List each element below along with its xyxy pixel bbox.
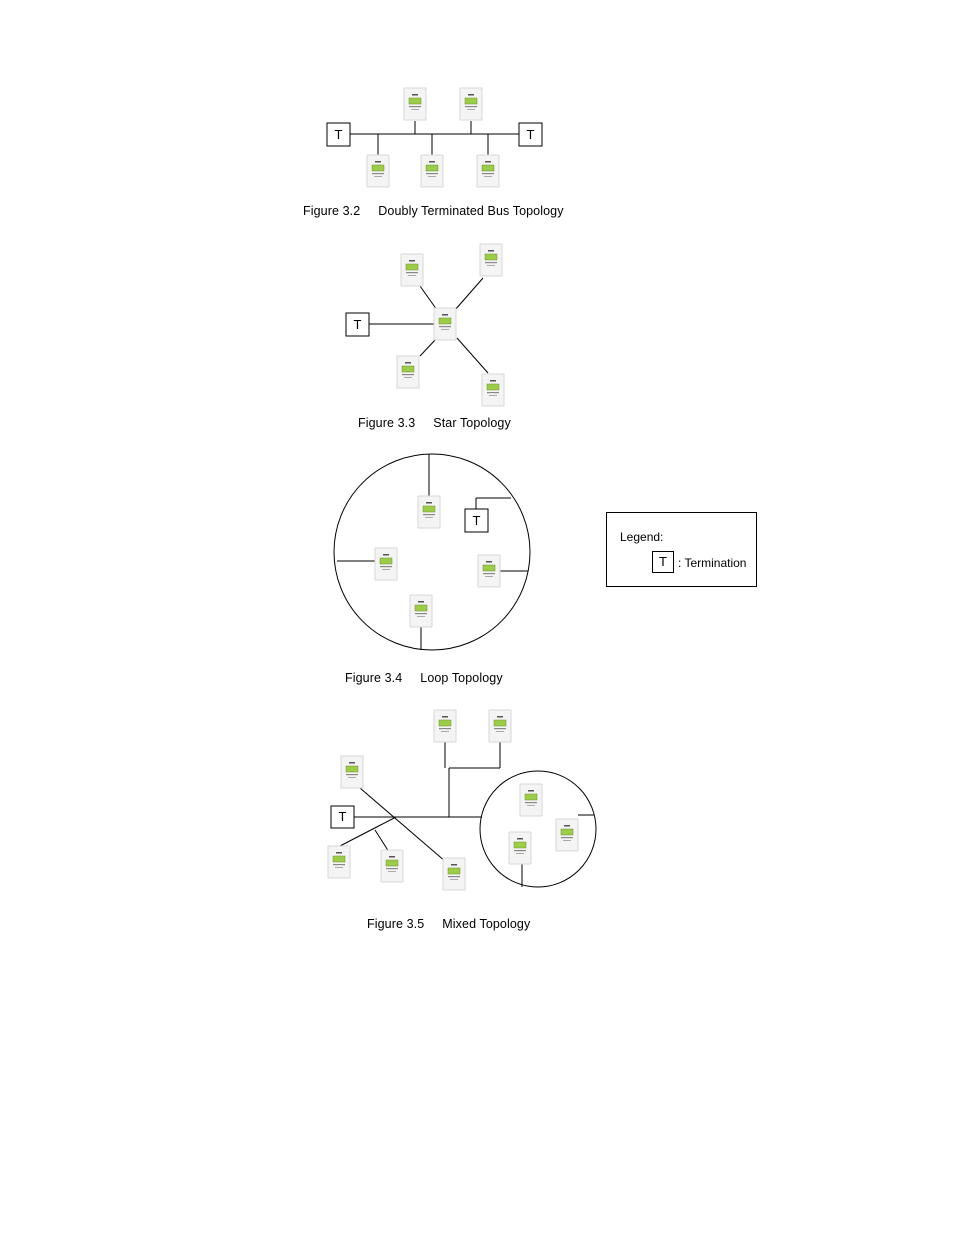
thermostat-controller-icon (400, 253, 424, 287)
terminator-star: T (345, 312, 370, 337)
figure-number: Figure 3.2 (303, 204, 361, 218)
figure-caption-loop: Figure 3.4 Loop Topology (345, 671, 503, 685)
mixed-loop-ring (479, 770, 597, 888)
mixed-topology-diagram (339, 742, 597, 888)
figure-title: Loop Topology (420, 671, 503, 685)
figure-number: Figure 3.5 (367, 917, 425, 931)
thermostat-controller-icon (477, 554, 501, 588)
thermostat-controller-icon (519, 783, 543, 817)
star-topology-diagram (369, 277, 489, 374)
thermostat-controller-icon (403, 87, 427, 121)
terminator-mixed: T (330, 805, 355, 829)
legend-termination-text: : Termination (678, 556, 747, 570)
thermostat-controller-icon (327, 845, 351, 879)
thermostat-controller-icon (488, 709, 512, 743)
figure-number: Figure 3.4 (345, 671, 403, 685)
legend: Legend: T : Termination (606, 512, 757, 587)
thermostat-controller-icon (340, 755, 364, 789)
svg-text:T: T (473, 513, 481, 528)
svg-text:T: T (335, 127, 343, 142)
svg-text:T: T (339, 809, 347, 824)
terminator-right: T (518, 122, 543, 147)
loop-topology-diagram (333, 453, 531, 651)
thermostat-controller-icon (380, 849, 404, 883)
figure-caption-star: Figure 3.3 Star Topology (358, 416, 511, 430)
thermostat-controller-icon (396, 355, 420, 389)
thermostat-controller-icon (555, 818, 579, 852)
thermostat-controller-icon (420, 154, 444, 188)
terminator-left: T (326, 122, 351, 147)
svg-text:T: T (527, 127, 535, 142)
figure-title: Mixed Topology (442, 917, 531, 931)
thermostat-controller-icon (374, 547, 398, 581)
figure-caption-bus: Figure 3.2 Doubly Terminated Bus Topology (303, 204, 564, 218)
thermostat-controller-icon (479, 243, 503, 277)
figure-title: Star Topology (433, 416, 511, 430)
figure-title: Doubly Terminated Bus Topology (378, 204, 564, 218)
thermostat-controller-icon (417, 495, 441, 529)
svg-text:T: T (354, 317, 362, 332)
thermostat-controller-icon (409, 594, 433, 628)
thermostat-controller-icon (433, 709, 457, 743)
loop-ring (333, 453, 531, 651)
thermostat-controller-icon (476, 154, 500, 188)
legend-termination-symbol: T (652, 551, 674, 573)
bus-topology-diagram (350, 121, 519, 155)
figure-number: Figure 3.3 (358, 416, 416, 430)
thermostat-controller-icon (442, 857, 466, 891)
thermostat-controller-icon (508, 831, 532, 865)
thermostat-controller-icon (366, 154, 390, 188)
thermostat-controller-icon (433, 307, 457, 341)
figure-caption-mixed: Figure 3.5 Mixed Topology (367, 917, 530, 931)
legend-title: Legend: (620, 530, 664, 544)
thermostat-controller-icon (481, 373, 505, 407)
thermostat-controller-icon (459, 87, 483, 121)
terminator-loop: T (464, 508, 489, 533)
